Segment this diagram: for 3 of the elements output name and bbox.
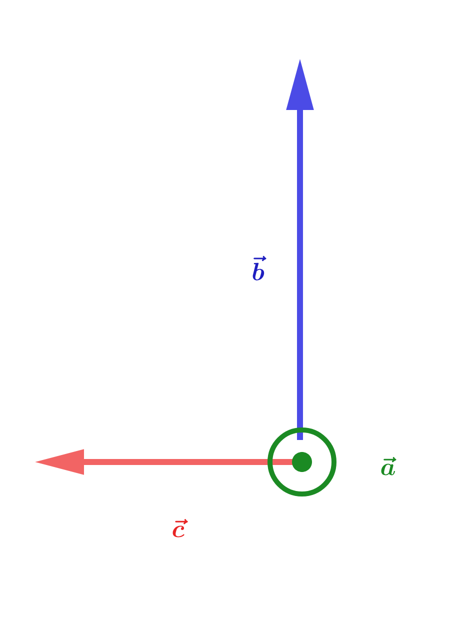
- vector-label: $\vec{b}$: [252, 256, 266, 280]
- vector-label: $\vec{c}$: [172, 519, 188, 538]
- vector-label: $\vec{a}$: [381, 457, 396, 476]
